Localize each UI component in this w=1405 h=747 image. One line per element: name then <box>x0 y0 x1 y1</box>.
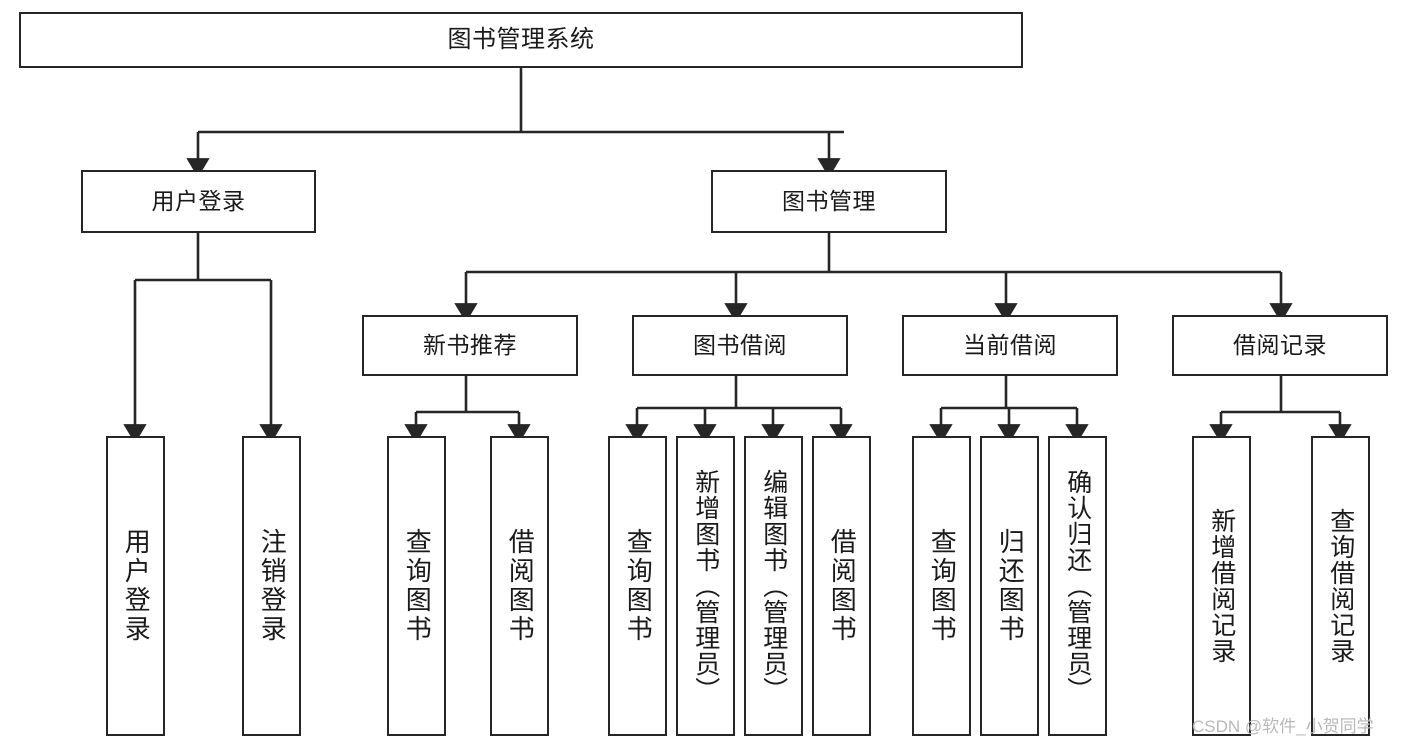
leaf-query-borrow-record[interactable]: 查询借阅记录 <box>1311 436 1370 736</box>
leaf-user-login[interactable]: 用户登录 <box>106 436 165 736</box>
node-label: 图书管理系统 <box>447 26 595 53</box>
csdn-watermark: CSDN @软件_小贺同学 <box>1192 717 1374 736</box>
node-label: 新增图书（管理员） <box>691 469 720 703</box>
node-book-borrow[interactable]: 图书借阅 <box>632 315 848 376</box>
node-new-book-recommend[interactable]: 新书推荐 <box>362 315 578 376</box>
leaf-edit-book-admin[interactable]: 编辑图书（管理员） <box>744 436 803 736</box>
node-label: 编辑图书（管理员） <box>759 469 788 703</box>
node-current-borrow[interactable]: 当前借阅 <box>902 315 1118 376</box>
leaf-user-logout[interactable]: 注销登录 <box>242 436 301 736</box>
node-label: 查询图书 <box>402 528 433 644</box>
node-label: 新书推荐 <box>423 332 517 359</box>
leaf-add-book-admin[interactable]: 新增图书（管理员） <box>676 436 735 736</box>
leaf-query-book-3[interactable]: 查询图书 <box>912 436 971 736</box>
leaf-add-borrow-record[interactable]: 新增借阅记录 <box>1192 436 1251 736</box>
node-label: 借阅记录 <box>1233 332 1327 359</box>
leaf-borrow-book-1[interactable]: 借阅图书 <box>490 436 549 736</box>
node-label: 查询图书 <box>927 528 958 644</box>
leaf-query-book-1[interactable]: 查询图书 <box>387 436 446 736</box>
node-book-management[interactable]: 图书管理 <box>711 170 947 233</box>
leaf-confirm-return-admin[interactable]: 确认归还（管理员） <box>1048 436 1107 736</box>
node-label: 当前借阅 <box>963 332 1057 359</box>
node-borrow-record[interactable]: 借阅记录 <box>1172 315 1388 376</box>
node-label: 图书借阅 <box>693 332 787 359</box>
node-label: 用户登录 <box>151 188 246 215</box>
node-label: 查询借阅记录 <box>1326 508 1355 664</box>
node-label: 确认归还（管理员） <box>1063 469 1092 703</box>
leaf-return-book[interactable]: 归还图书 <box>980 436 1039 736</box>
node-label: 归还图书 <box>995 528 1026 644</box>
node-label: 查询图书 <box>623 528 654 644</box>
node-label: 用户登录 <box>121 528 152 644</box>
node-label: 借阅图书 <box>827 528 858 644</box>
node-label: 新增借阅记录 <box>1207 508 1236 664</box>
node-user-login[interactable]: 用户登录 <box>81 170 316 233</box>
leaf-borrow-book-2[interactable]: 借阅图书 <box>812 436 871 736</box>
node-label: 借阅图书 <box>505 528 536 644</box>
node-label: 注销登录 <box>257 528 288 644</box>
node-label: 图书管理 <box>782 188 876 215</box>
node-root-system[interactable]: 图书管理系统 <box>19 12 1023 68</box>
leaf-query-book-2[interactable]: 查询图书 <box>608 436 667 736</box>
